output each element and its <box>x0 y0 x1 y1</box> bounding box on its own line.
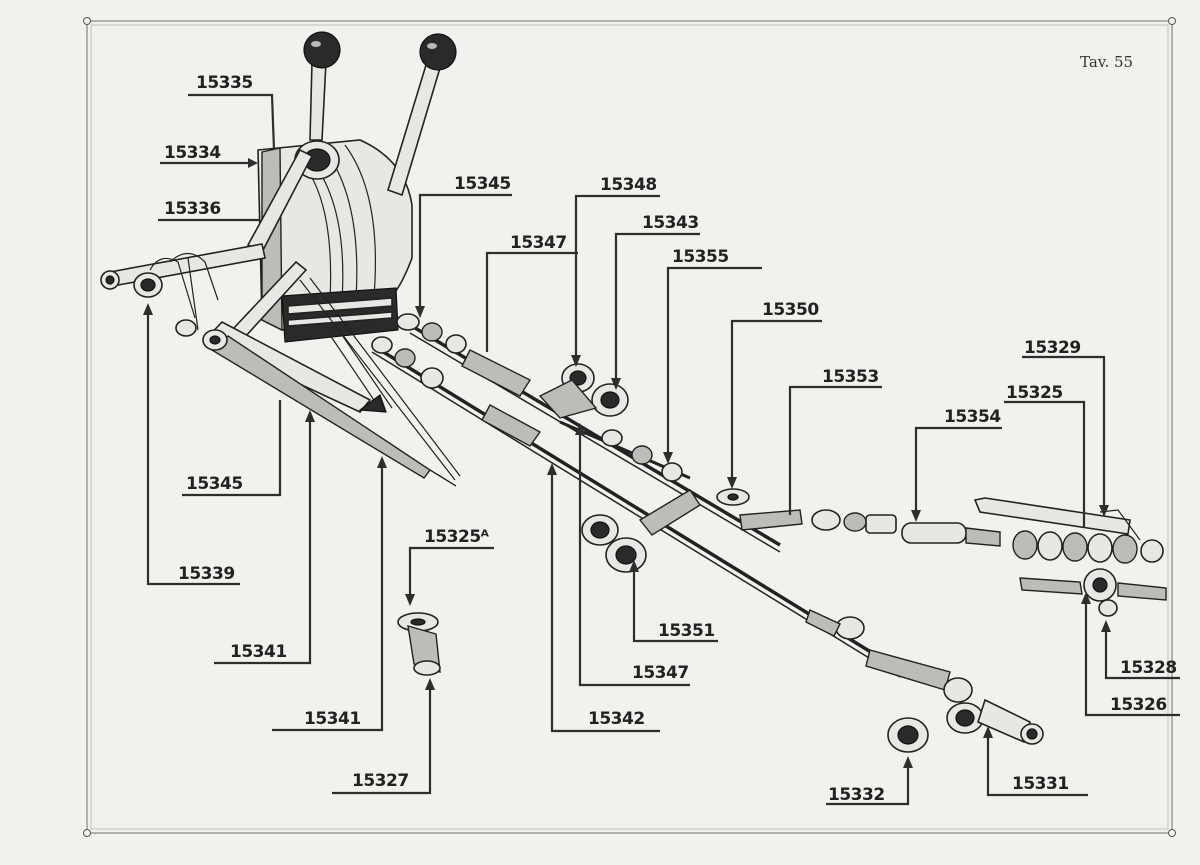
part-label-15354: 15354 <box>944 407 1001 427</box>
part-label-15327: 15327 <box>352 771 409 791</box>
part-label-15339: 15339 <box>178 564 235 584</box>
part-number-labels: 15335 15334 15336 15345 15348 15343 1534… <box>164 73 1177 805</box>
part-label-15334: 15334 <box>164 143 221 163</box>
part-label-15342: 15342 <box>588 709 645 729</box>
leader-lines <box>143 93 1180 806</box>
frame-corner-mark <box>83 829 91 837</box>
part-label-15341: 15341 <box>304 709 361 729</box>
plate-title: Tav. 55 <box>1080 53 1133 71</box>
part-label-15350: 15350 <box>762 300 819 320</box>
frame-corner-mark <box>1168 829 1176 837</box>
part-label-15341: 15341 <box>230 642 287 662</box>
part-label-15335: 15335 <box>196 73 253 93</box>
left-cross-shaft <box>100 243 266 337</box>
part-label-15345: 15345 <box>454 174 511 194</box>
frame-corner-mark <box>83 17 91 25</box>
frame-corner-mark <box>1168 17 1176 25</box>
gear-levers <box>303 31 457 197</box>
plate-frame <box>83 17 1176 837</box>
part-label-15353: 15353 <box>822 367 879 387</box>
part-label-15336: 15336 <box>164 199 221 219</box>
lower-end-fittings <box>865 649 1044 753</box>
loose-fitting-15327 <box>397 612 441 676</box>
clamp-collars-lower <box>581 429 701 573</box>
part-label-15351: 15351 <box>658 621 715 641</box>
part-label-15332: 15332 <box>828 785 885 805</box>
part-label-15343: 15343 <box>642 213 699 233</box>
lever-knob-right <box>419 33 457 71</box>
part-label-15326: 15326 <box>1110 695 1167 715</box>
part-label-15345: 15345 <box>186 474 243 494</box>
gear-lever-assembly-drawing <box>100 31 1167 753</box>
part-label-15325a: 15325ᴬ <box>424 527 490 547</box>
left-lower-rods <box>202 321 457 487</box>
part-label-15355: 15355 <box>672 247 729 267</box>
part-label-15328: 15328 <box>1120 658 1177 678</box>
clamp-collars-upper <box>538 363 629 419</box>
part-label-15325: 15325 <box>1006 383 1063 403</box>
part-label-15347: 15347 <box>510 233 567 253</box>
adjuster-chain <box>716 488 1001 547</box>
part-label-15329: 15329 <box>1024 338 1081 358</box>
part-label-15348: 15348 <box>600 175 657 195</box>
right-selector-assembly <box>973 497 1167 617</box>
lever-knob-left <box>303 31 341 69</box>
part-label-15347: 15347 <box>632 663 689 683</box>
part-label-15331: 15331 <box>1012 774 1069 794</box>
rod-couplings <box>371 313 865 640</box>
